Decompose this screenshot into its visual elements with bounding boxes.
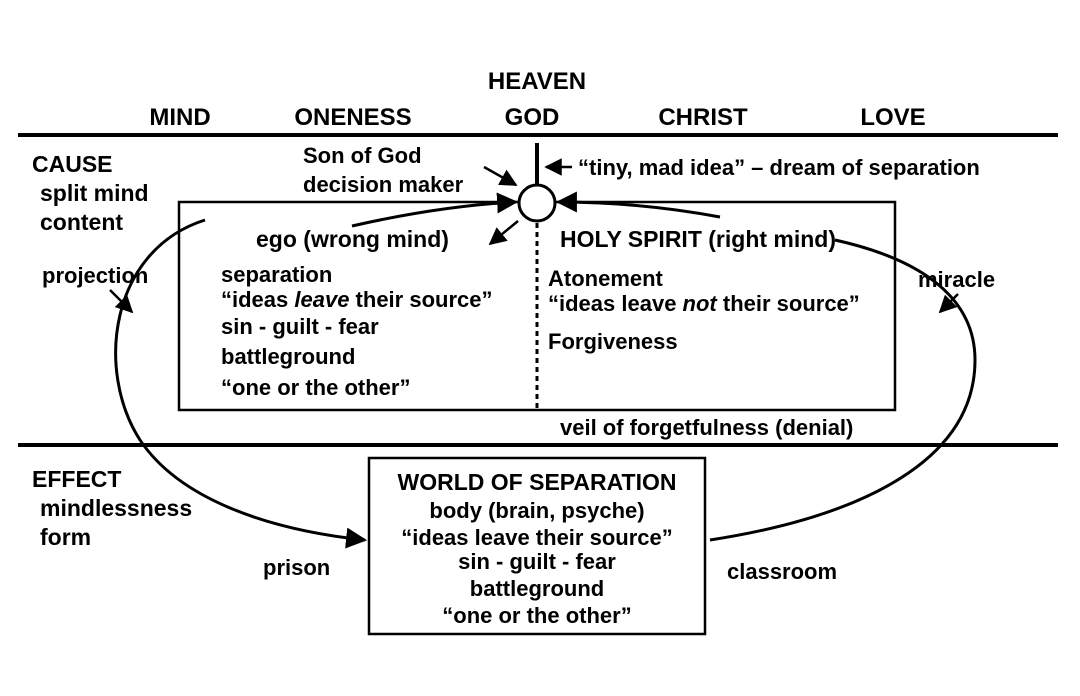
heaven-title: HEAVEN — [488, 68, 586, 95]
miracle-cycle-curve — [709, 238, 977, 542]
holy-spirit-title: HOLY SPIRIT (right mind) — [560, 226, 836, 252]
holy-spirit-atonement: Atonement — [548, 266, 664, 291]
classroom-label: classroom — [727, 559, 837, 584]
veil-label: veil of forgetfulness (denial) — [560, 415, 853, 440]
cause-title: CAUSE — [32, 151, 113, 177]
ego-ideas-post: their source” — [349, 287, 492, 312]
decision-maker-arrow — [483, 165, 518, 187]
ego-curve-arrow — [351, 192, 519, 228]
effect-line-mindlessness: mindlessness — [40, 495, 192, 521]
ego-sin-guilt-fear: sin - guilt - fear — [221, 314, 379, 339]
son-of-god-label: Son of God — [303, 143, 422, 168]
projection-arrow — [109, 289, 134, 314]
prison-label: prison — [263, 555, 330, 580]
heaven-item-christ: CHRIST — [658, 104, 748, 131]
world-body-line: body (brain, psyche) — [429, 498, 644, 523]
holy-spirit-ideas-line: “ideas leave not their source” — [548, 291, 860, 316]
holy-spirit-ideas-post: their source” — [717, 291, 860, 316]
effect-line-form: form — [40, 524, 91, 550]
ego-battleground: battleground — [221, 344, 355, 369]
heaven-item-god: GOD — [505, 104, 560, 131]
world-of-separation-box — [367, 456, 707, 636]
holy-spirit-ideas-pre: “ideas leave — [548, 291, 683, 316]
holy-spirit-curve-arrow — [555, 191, 721, 219]
world-ideas-line: “ideas leave their source” — [401, 525, 672, 550]
tiny-mad-idea-label: “tiny, mad idea” – dream of separation — [578, 155, 980, 180]
cause-line-content: content — [40, 209, 123, 235]
world-title: WORLD OF SEPARATION — [398, 469, 677, 495]
ego-title: ego (wrong mind) — [256, 226, 449, 252]
cause-line-split-mind: split mind — [40, 180, 149, 206]
ego-separation: separation — [221, 262, 332, 287]
miracle-arrow — [938, 293, 959, 314]
ego-one-or-other: “one or the other” — [221, 375, 410, 400]
ego-ideas-emphasis: leave — [294, 287, 349, 312]
decision-maker-label: decision maker — [303, 172, 464, 197]
holy-spirit-forgiveness: Forgiveness — [548, 329, 678, 354]
decision-maker-circle — [517, 183, 557, 223]
ego-ideas-pre: “ideas — [221, 287, 294, 312]
ego-pointer-arrow — [488, 220, 519, 246]
holy-spirit-ideas-emphasis: not — [683, 291, 719, 316]
world-battleground: battleground — [470, 576, 604, 601]
effect-title: EFFECT — [32, 466, 121, 492]
heaven-item-oneness: ONENESS — [294, 104, 411, 131]
heaven-item-mind: MIND — [149, 104, 210, 131]
world-sin-guilt-fear: sin - guilt - fear — [458, 549, 616, 574]
ego-ideas-line: “ideas leave their source” — [221, 287, 492, 312]
heaven-item-love: LOVE — [860, 104, 925, 131]
projection-cycle-curve — [114, 218, 368, 549]
world-one-or-other: “one or the other” — [442, 603, 631, 628]
